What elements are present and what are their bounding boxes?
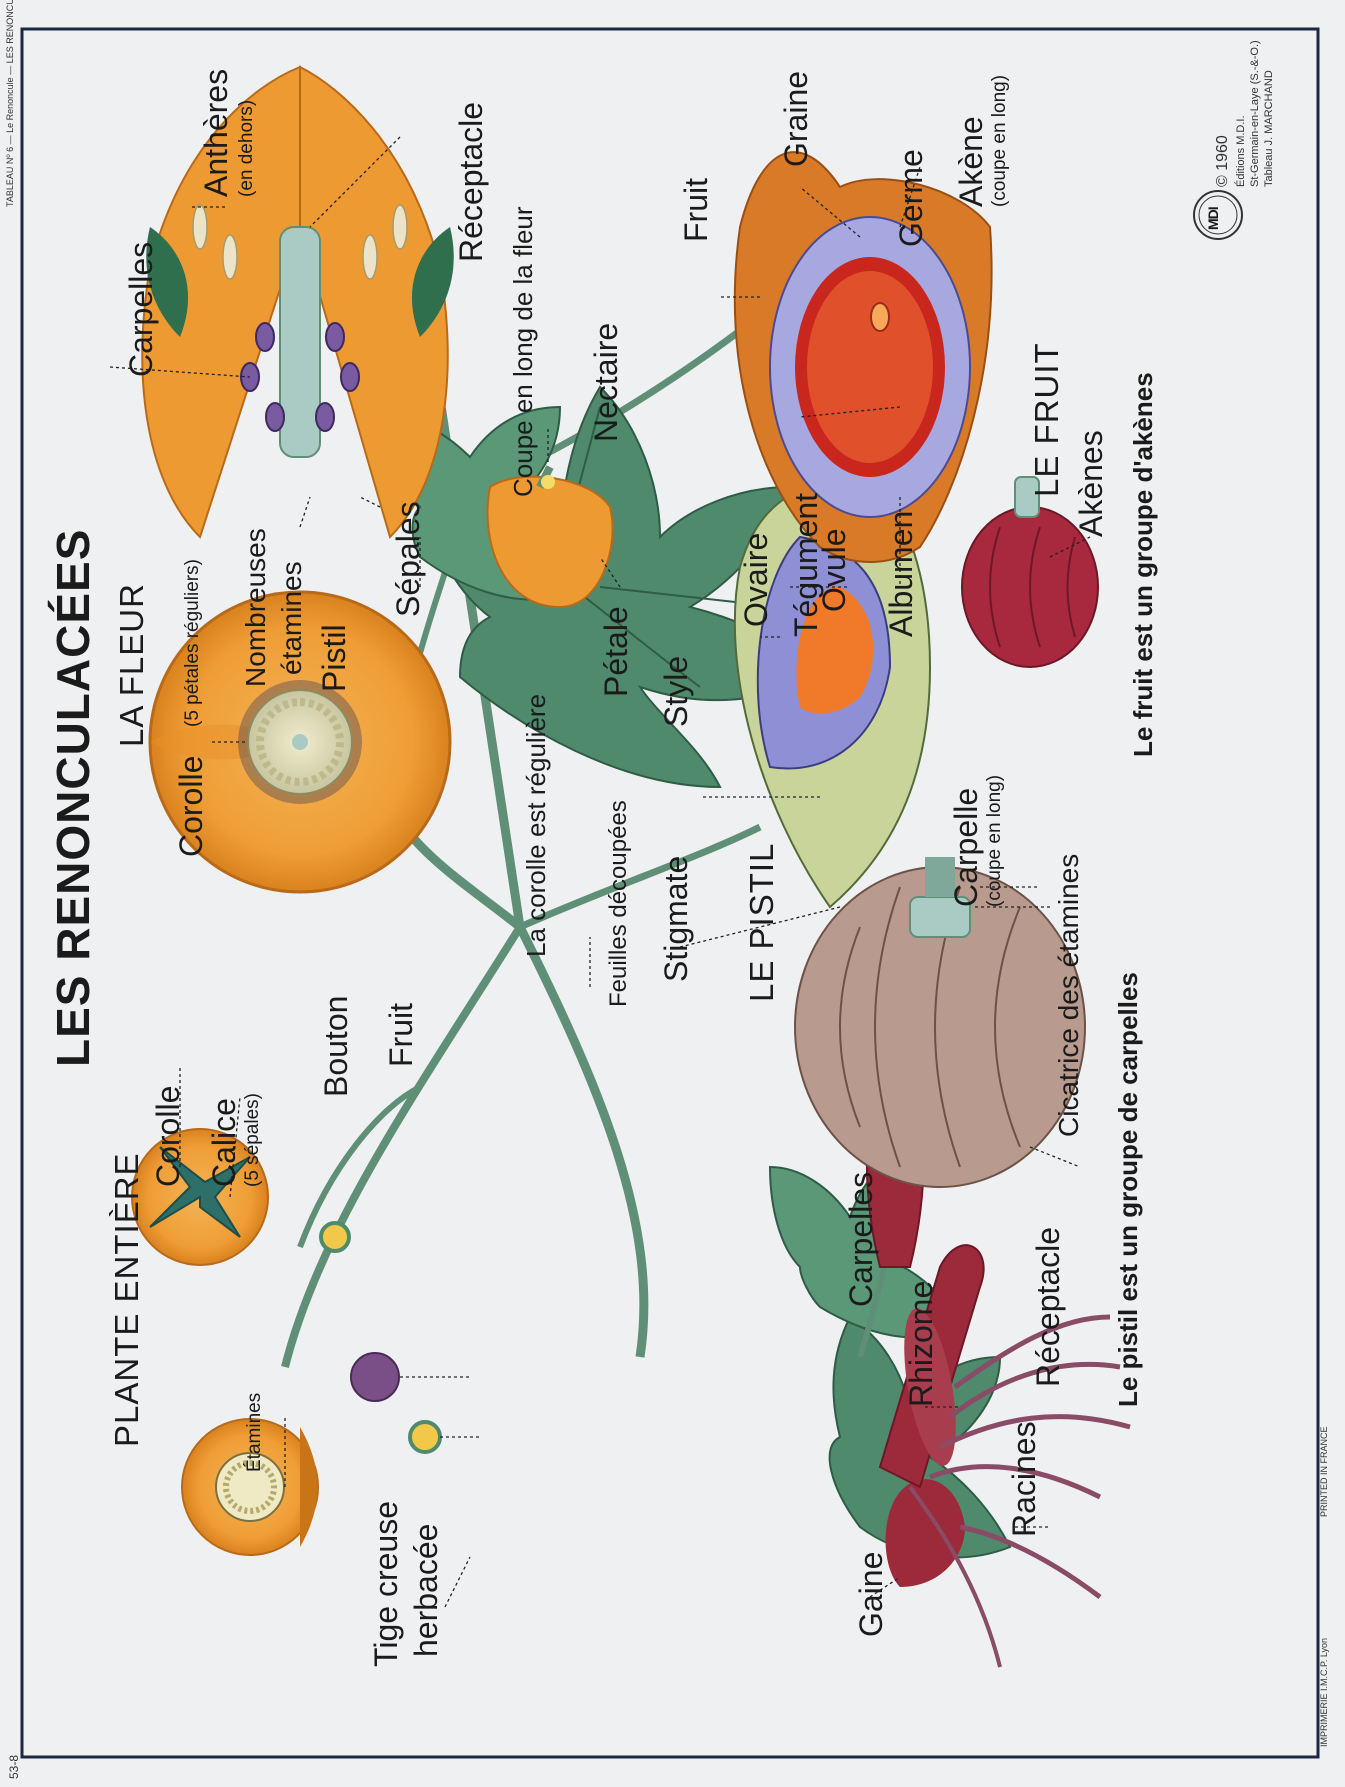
- label-calice-note: (5 sépales): [243, 1093, 262, 1187]
- label-petale: Pétale: [600, 606, 632, 697]
- label-ovaire: Ovaire: [740, 533, 772, 627]
- label-carpelle-note: (coupe en long): [985, 775, 1004, 907]
- label-akenes: Akènes: [1075, 430, 1107, 537]
- label-corolle-plant: Corolle: [152, 1086, 184, 1187]
- label-corolle-flower: Corolle: [175, 756, 207, 857]
- heading-flower: LA FLEUR: [115, 583, 148, 747]
- flower-section-illustration: [142, 67, 453, 537]
- heading-whole-plant: PLANTE ENTIÈRE: [110, 1152, 143, 1447]
- label-bouton: Bouton: [320, 996, 352, 1097]
- label-akene: Akène: [955, 116, 987, 207]
- label-receptacle-flower: Réceptacle: [455, 102, 487, 262]
- label-style: Style: [660, 656, 692, 727]
- label-graine: Graine: [780, 71, 812, 167]
- poster-title: LES RENONCULACÉES: [50, 529, 96, 1067]
- heading-pistil: LE PISTIL: [745, 843, 778, 1002]
- label-rhizome: Rhizome: [905, 1281, 937, 1407]
- label-fruit-plant: Fruit: [385, 1003, 417, 1067]
- imprint: IMPRIMERIE I.M.C.P. Lyon: [1320, 1638, 1329, 1747]
- copyright-line-2: St-Germain-en-Laye (S.-&-O.): [1250, 40, 1261, 187]
- label-corolle-note: (5 pétales réguliers): [183, 559, 202, 727]
- caption-pistil: Le pistil est un groupe de carpelles: [1115, 972, 1141, 1407]
- label-calice: Calice: [208, 1098, 240, 1187]
- copyright-line-1: Éditions M.D.I.: [1236, 115, 1247, 187]
- label-carpelle: Carpelle: [950, 788, 982, 907]
- caption-fruit: Le fruit est un groupe d'akènes: [1130, 372, 1156, 757]
- copyright-line-3: Tableau J. MARCHAND: [1264, 70, 1275, 187]
- heading-fruit: LE FRUIT: [1030, 342, 1063, 497]
- label-etamines-plant: Étamines: [245, 1393, 264, 1472]
- label-cicatrice: Cicatrice des étamines: [1055, 854, 1083, 1137]
- top-strip-text: TABLEAU Nº 6 — Le Renoncule — LES RENONC…: [6, 0, 15, 207]
- label-gaine: Gaine: [855, 1552, 887, 1637]
- label-etamines-flower: étamines: [278, 561, 306, 675]
- label-antheres: Anthères: [200, 69, 232, 197]
- label-antheres-note: (en dehors): [237, 100, 256, 197]
- label-akene-note: (coupe en long): [990, 75, 1009, 207]
- label-albumen: Albumen: [885, 511, 917, 637]
- label-tegument: Tégument: [790, 493, 822, 637]
- label-fruit-achene: Fruit: [680, 178, 712, 242]
- label-stigmate: Stigmate: [660, 856, 692, 982]
- label-nectaire: Nectaire: [590, 323, 622, 442]
- label-carpelles-pistil: Carpelles: [845, 1172, 877, 1307]
- label-carpelles-flower: Carpelles: [125, 242, 157, 377]
- copyright-year: © 1960: [1215, 135, 1231, 187]
- label-germe: Germe: [895, 149, 927, 247]
- label-tige-1: Tige creuse: [370, 1501, 402, 1667]
- label-tige-2: herbacée: [410, 1524, 442, 1657]
- printed-in: PRINTED IN FRANCE: [1320, 1426, 1329, 1517]
- label-racines: Racines: [1008, 1421, 1040, 1537]
- label-pistil-flower: Pistil: [318, 624, 350, 692]
- label-sepales: Sépales: [392, 501, 424, 617]
- label-receptacle-pistil: Réceptacle: [1032, 1227, 1064, 1387]
- label-nombreuses: Nombreuses: [242, 528, 270, 687]
- label-feuilles: Feuilles découpées: [607, 800, 631, 1007]
- caption-coupe-fleur: Coupe en long de la fleur: [510, 206, 536, 497]
- corner-code: 53-8: [8, 1755, 20, 1779]
- logo-letters: MDI: [1206, 207, 1220, 230]
- caption-corolle-reguliere: La corolle est régulière: [523, 694, 549, 957]
